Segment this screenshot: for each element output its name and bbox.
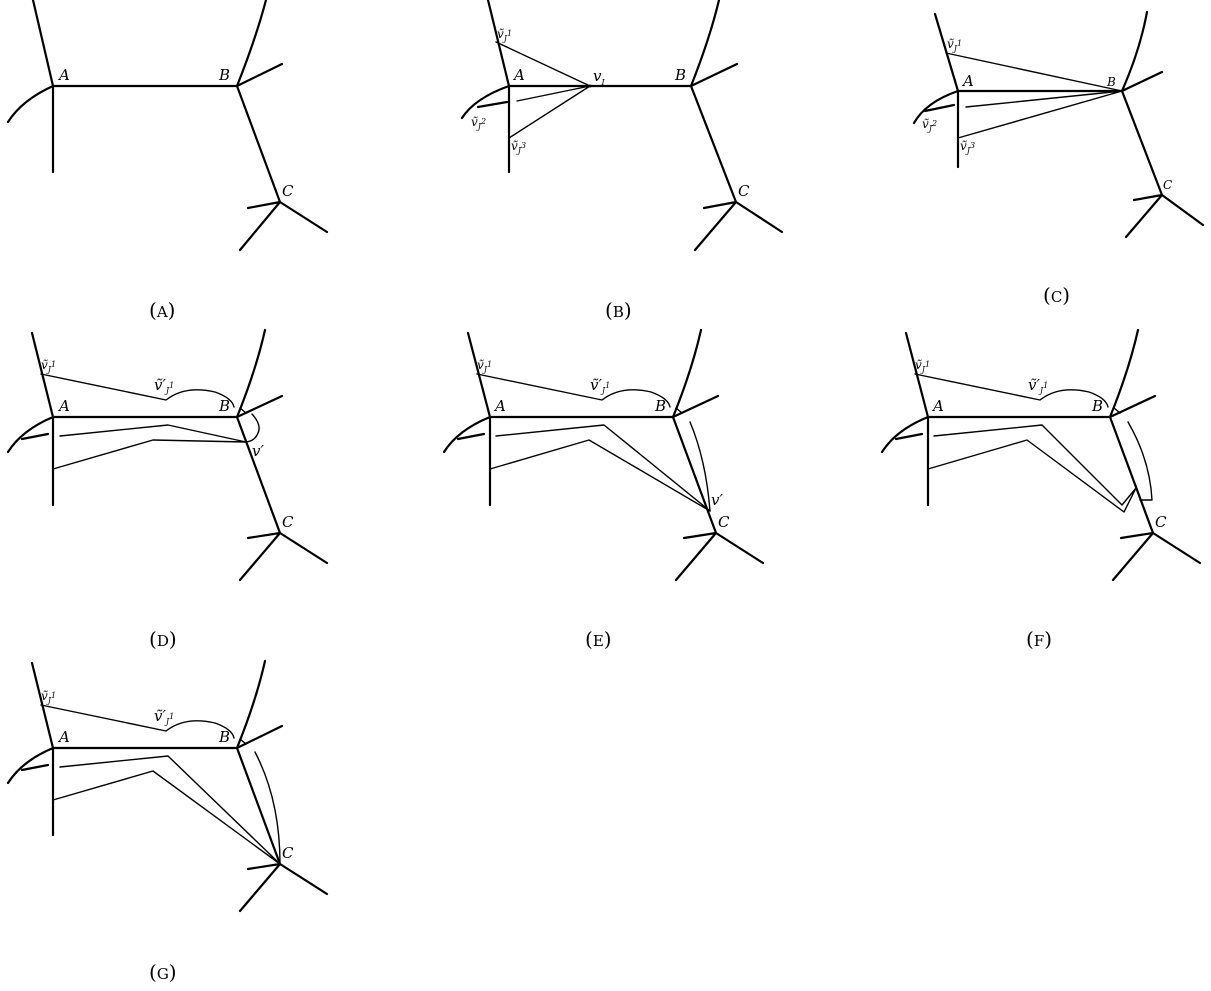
label-a: A — [493, 397, 506, 415]
label-a: A — [57, 66, 70, 84]
label-b: B — [1106, 75, 1116, 89]
caption-f: (F) — [1026, 627, 1052, 651]
panel-g: A B C ṽJ1 ṽ′J1 (G) — [6, 659, 329, 984]
label-v-tilde-j2: ṽJ2 — [922, 117, 937, 133]
label-b: B — [218, 66, 230, 84]
label-v-tilde-j2: ṽJ2 — [471, 115, 486, 131]
panel-f: A B C ṽJ1 ṽ′J1 (F) — [880, 328, 1202, 651]
label-v-tilde-j1: ṽJ1 — [497, 27, 512, 43]
panel-d: A B C v′ ṽJ1 ṽ′J1 (D) — [6, 328, 329, 651]
caption-b: (B) — [605, 298, 632, 322]
panel-a: A B C (A) — [6, 0, 329, 322]
label-a: A — [961, 72, 974, 90]
label-v-tilde-j3: ṽJ3 — [960, 139, 975, 155]
label-b: B — [218, 728, 230, 746]
panel-b: A B C vI ṽJ1 ṽJ2 ṽJ3 (B) — [460, 0, 784, 322]
caption-a: (A) — [149, 298, 175, 322]
label-b: B — [674, 66, 686, 84]
panel-c: A B C ṽJ1 ṽJ2 ṽJ3 (C) — [912, 10, 1205, 307]
label-v-tilde-j1: ṽJ1 — [915, 358, 930, 374]
label-c: C — [282, 844, 294, 862]
label-c: C — [738, 182, 750, 200]
caption-e: (E) — [585, 627, 612, 651]
caption-d: (D) — [149, 627, 177, 651]
caption-c: (C) — [1043, 283, 1070, 307]
label-v-prime: v′ — [252, 442, 264, 460]
label-a: A — [57, 728, 70, 746]
label-c: C — [1155, 513, 1167, 531]
label-v-tilde-j1: ṽJ1 — [41, 358, 56, 374]
label-a: A — [931, 397, 944, 415]
label-b: B — [654, 397, 666, 415]
label-c: C — [282, 182, 294, 200]
panel-e: A B C v′ ṽJ1 ṽ′J1 (E) — [442, 328, 765, 651]
label-v-tilde-prime-j1: ṽ′J1 — [590, 376, 610, 395]
label-c: C — [282, 513, 294, 531]
label-a: A — [512, 66, 525, 84]
label-v-tilde-j1: ṽJ1 — [41, 689, 56, 705]
label-v-tilde-j1: ṽJ1 — [947, 37, 962, 53]
label-b: B — [1091, 397, 1103, 415]
label-v-prime: v′ — [711, 491, 723, 509]
label-v-tilde-j1: ṽJ1 — [477, 358, 492, 374]
label-c: C — [1163, 178, 1172, 192]
label-v-tilde-prime-j1: ṽ′J1 — [154, 707, 174, 726]
label-a: A — [57, 397, 70, 415]
label-v-tilde-prime-j1: ṽ′J1 — [1028, 376, 1048, 395]
label-v-i: vI — [593, 67, 605, 87]
label-c: C — [718, 513, 730, 531]
label-v-tilde-j3: ṽJ3 — [511, 139, 526, 155]
label-v-tilde-prime-j1: ṽ′J1 — [154, 376, 174, 395]
label-b: B — [218, 397, 230, 415]
caption-g: (G) — [149, 960, 177, 984]
